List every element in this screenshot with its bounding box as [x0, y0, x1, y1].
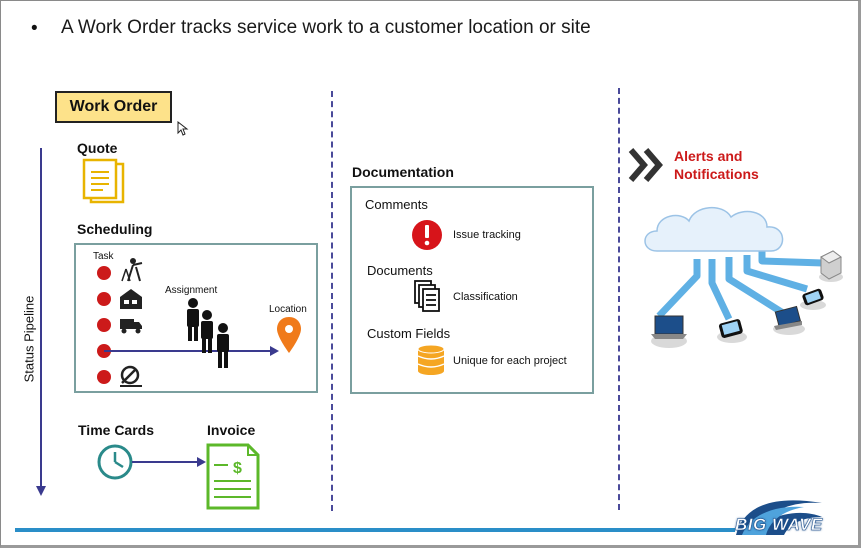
documents-label: Documents [367, 263, 433, 278]
scheduling-label: Scheduling [77, 221, 153, 237]
task-dot [97, 266, 111, 280]
pipeline-arrow [36, 148, 46, 496]
warehouse-icon [120, 289, 142, 309]
time-cards-label: Time Cards [78, 422, 154, 438]
documentation-title: Documentation [352, 164, 454, 180]
footer-bar [15, 528, 735, 532]
network-diagram [644, 207, 843, 348]
task-dot [97, 292, 111, 306]
clock-icon [97, 444, 133, 480]
comments-label: Comments [365, 197, 428, 212]
cursor-icon [177, 121, 189, 136]
phone-icon [800, 288, 826, 310]
location-pin-icon [277, 317, 301, 353]
big-wave-logo [736, 500, 822, 535]
laptop-icon [773, 305, 805, 335]
server-icon [819, 250, 843, 282]
cloud-icon [644, 207, 784, 252]
custom-fields-label: Custom Fields [367, 326, 451, 341]
work-order-box: Work Order [55, 91, 172, 123]
surveyor-icon [121, 258, 143, 282]
quote-label: Quote [77, 140, 118, 156]
task-dot [97, 318, 111, 332]
status-pipeline-label: Status Pipeline [21, 295, 37, 383]
laptop-icon [651, 315, 687, 348]
truck-icon [120, 319, 142, 334]
task-label: Task [93, 251, 114, 262]
bullet: • [31, 18, 38, 39]
quote-document-icon [82, 158, 125, 204]
wrench-icon [120, 365, 142, 387]
invoice-icon: $ [206, 443, 260, 510]
issue-tracking-label: Issue tracking [453, 229, 521, 241]
alert-icon [412, 220, 442, 250]
logo-text: BIG WAVE [735, 515, 823, 535]
divider-left [331, 91, 333, 511]
phone-icon [717, 319, 747, 343]
alerts-title: Alerts and Notifications [674, 147, 759, 183]
double-chevron-icon [628, 148, 663, 182]
scheduling-diagram [97, 258, 301, 387]
unique-label: Unique for each project [453, 355, 567, 367]
documents-icon [414, 280, 440, 312]
headline: A Work Order tracks service work to a cu… [61, 17, 591, 38]
workers-icon [187, 298, 229, 368]
svg-text:$: $ [233, 460, 242, 477]
time-invoice-diagram: $ [97, 443, 260, 510]
divider-right [618, 88, 620, 510]
alerts-line-1: Alerts and [674, 148, 743, 164]
assignment-label: Assignment [165, 285, 218, 296]
documentation-box [350, 186, 594, 394]
invoice-label: Invoice [207, 422, 256, 438]
database-icon [417, 344, 445, 375]
location-label: Location [269, 304, 307, 315]
scheduling-box [74, 243, 318, 393]
documentation-icons [412, 220, 445, 375]
alerts-line-2: Notifications [674, 166, 759, 182]
classification-label: Classification [453, 291, 518, 303]
task-dot [97, 370, 111, 384]
